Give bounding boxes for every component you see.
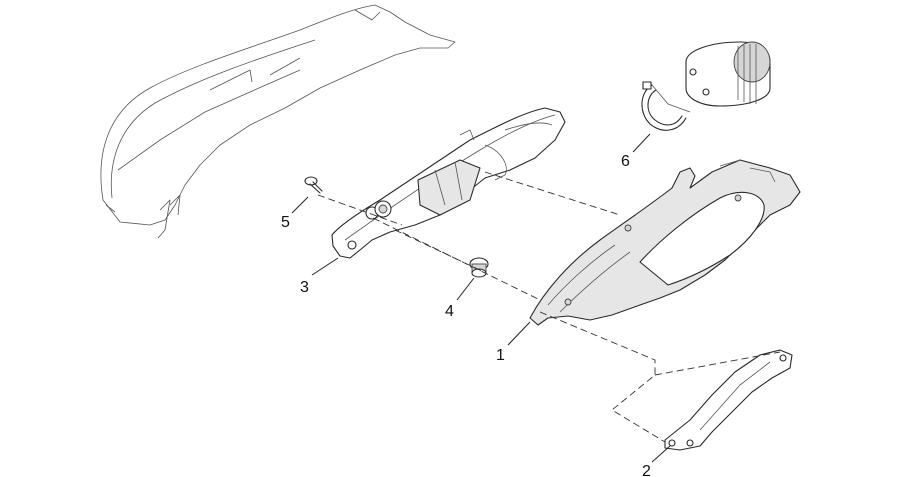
callout-3: 3 [300,279,309,296]
callout-4: 4 [445,303,454,320]
part-3-inner-guard [331,107,566,259]
side-fairing-panel [100,4,456,239]
leader-lines [291,133,671,463]
callout-5: 5 [281,214,290,231]
hose-clamp [641,81,691,131]
callout-6: 6 [621,153,630,170]
part-5-screw [304,176,323,194]
assembly-lines [317,171,781,443]
part-1-under-cover [529,159,801,326]
callout-labels: 1 2 3 4 5 6 [281,153,651,477]
part-4-grommet [469,257,489,278]
part-2-bracket [664,349,793,451]
canister [685,41,771,107]
callout-1: 1 [496,347,505,364]
callout-2: 2 [642,463,651,477]
